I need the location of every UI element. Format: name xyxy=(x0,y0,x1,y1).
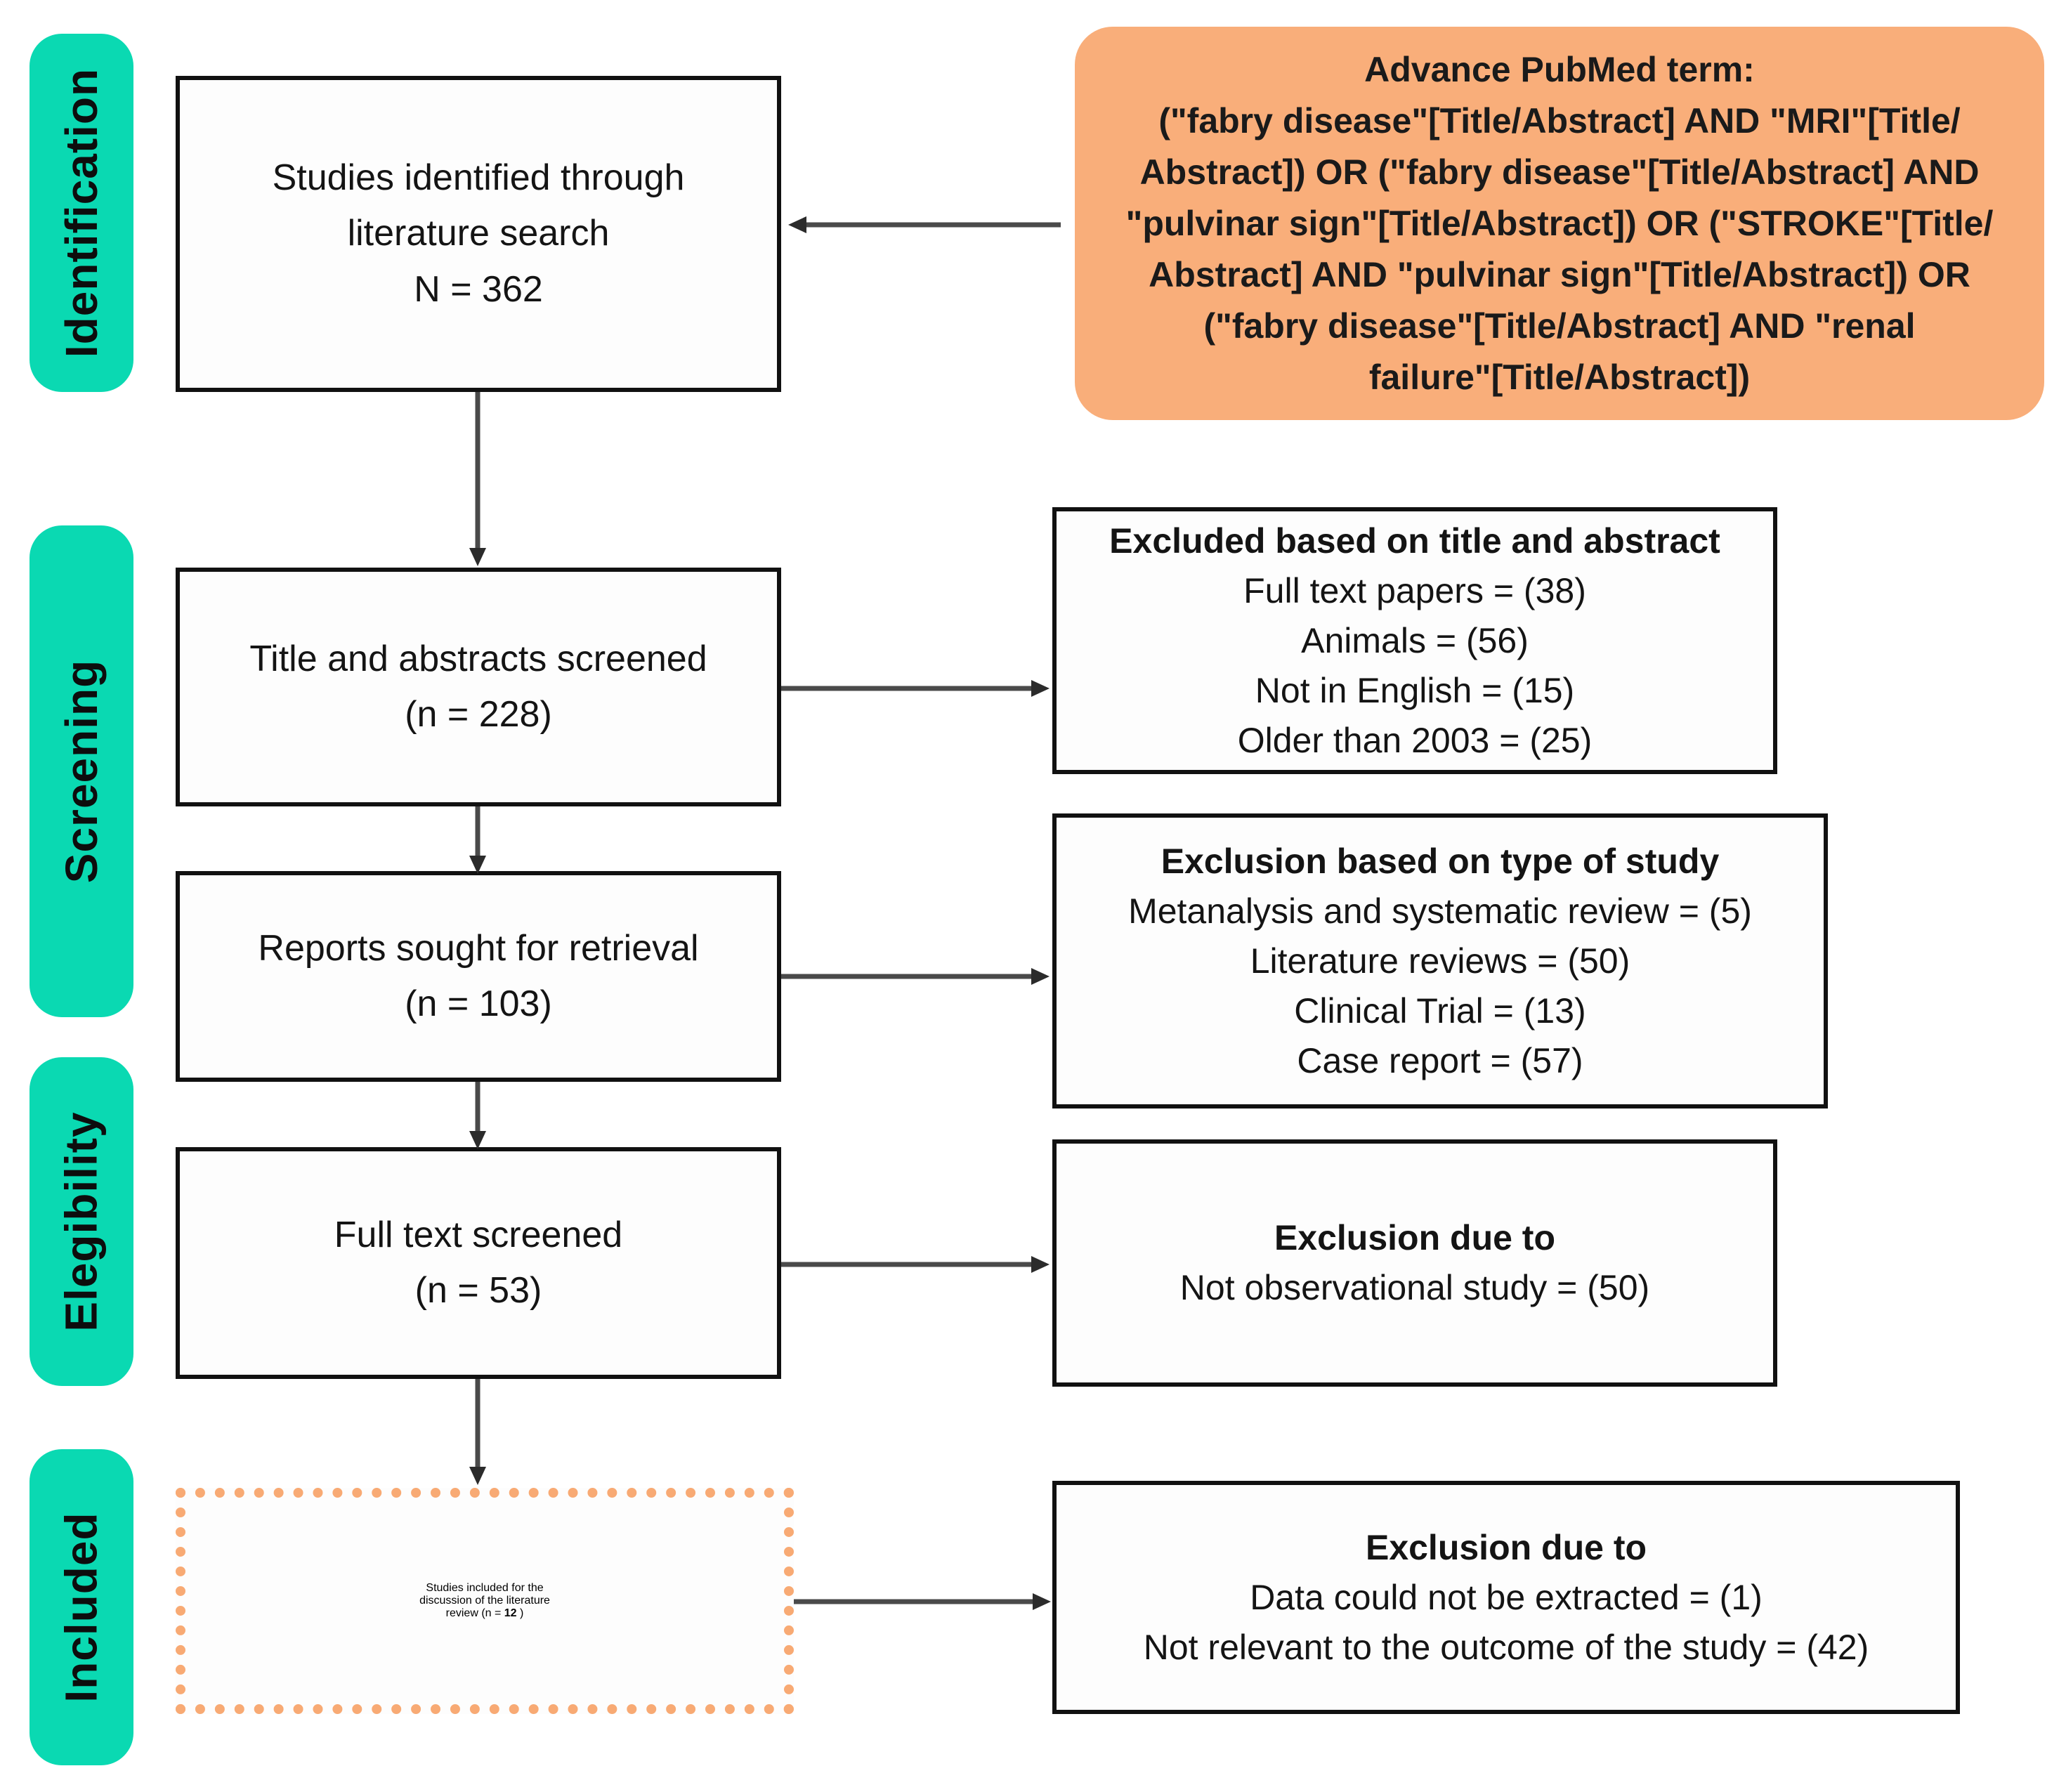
exclusion-item: Data could not be extracted = (1) xyxy=(1250,1577,1763,1617)
box-studies-identified-text: Studies identified through literature se… xyxy=(273,150,685,317)
box-title-abstracts-screened-text: Title and abstracts screened (n = 228) xyxy=(249,632,707,743)
box-line: (n = 53) xyxy=(414,1270,542,1311)
stage-bar-elegibility: Elegibility xyxy=(30,1057,133,1386)
arrow-full-text-to-included xyxy=(457,1379,499,1488)
box-line: Reports sought for retrieval xyxy=(258,927,699,969)
box-title-abstracts-screened: Title and abstracts screened (n = 228) xyxy=(176,568,781,806)
arrow-reports-to-excluded-study-type xyxy=(781,955,1057,998)
callout-line-3: "pulvinar sign"[Title/Abstract]) OR ("ST… xyxy=(1125,203,1994,243)
stage-label-included: Included xyxy=(56,1512,107,1703)
stage-bar-included: Included xyxy=(30,1449,133,1765)
box-excluded-not-observational: Exclusion due to Not observational study… xyxy=(1052,1139,1777,1387)
included-count-suffix: ) xyxy=(516,1607,524,1619)
exclusion-item: Animals = (56) xyxy=(1301,620,1529,660)
box-excluded-data-outcome: Exclusion due to Data could not be extra… xyxy=(1052,1481,1960,1714)
box-line-count: review (n = 12 ) xyxy=(419,1607,550,1620)
callout-title: Advance PubMed term: xyxy=(1364,49,1755,89)
callout-line-2: Abstract]) OR ("fabry disease"[Title/Abs… xyxy=(1139,152,1980,192)
exclusion-item: Not observational study = (50) xyxy=(1179,1268,1650,1307)
included-count-prefix: review (n = xyxy=(445,1607,504,1619)
exclusion-item: Full text papers = (38) xyxy=(1243,570,1586,610)
stage-bar-identification: Identification xyxy=(30,34,133,392)
box-excluded-title-abstract: Excluded based on title and abstract Ful… xyxy=(1052,507,1777,774)
arrow-screened-to-reports-sought xyxy=(457,806,499,877)
box-full-text-screened-text: Full text screened (n = 53) xyxy=(334,1208,622,1319)
callout-line-5: ("fabry disease"[Title/Abstract] AND "re… xyxy=(1203,306,1916,346)
exclusion-heading: Exclusion due to xyxy=(1365,1527,1647,1567)
box-line: Studies identified through xyxy=(272,157,685,199)
callout-line-4: Abstract] AND "pulvinar sign"[Title/Abst… xyxy=(1149,254,1970,294)
arrow-included-to-excluded-data-outcome xyxy=(794,1581,1058,1623)
pubmed-search-term-text: Advance PubMed term: ("fabry disease"[Ti… xyxy=(1126,44,1994,403)
exclusion-item: Case report = (57) xyxy=(1297,1040,1583,1080)
exclusion-item: Older than 2003 = (25) xyxy=(1237,720,1593,760)
arrow-screened-to-excluded-title-abstract xyxy=(781,667,1057,709)
box-studies-identified: Studies identified through literature se… xyxy=(176,76,781,392)
box-excluded-data-outcome-text: Exclusion due to Data could not be extra… xyxy=(1144,1523,1869,1673)
exclusion-item: Literature reviews = (50) xyxy=(1250,941,1630,981)
stage-bar-screening: Screening xyxy=(30,525,133,1017)
included-count-value: 12 xyxy=(504,1607,517,1619)
box-line: discussion of the literature xyxy=(419,1595,550,1607)
box-reports-sought-for-retrieval: Reports sought for retrieval (n = 103) xyxy=(176,871,781,1082)
box-excluded-study-type: Exclusion based on type of study Metanal… xyxy=(1052,813,1828,1108)
arrow-callout-to-identified xyxy=(780,204,1075,246)
arrow-identified-to-screened xyxy=(457,392,499,569)
exclusion-item: Clinical Trial = (13) xyxy=(1294,990,1586,1031)
box-full-text-screened: Full text screened (n = 53) xyxy=(176,1147,781,1379)
exclusion-item: Metanalysis and systematic review = (5) xyxy=(1128,891,1752,931)
stage-label-screening: Screening xyxy=(56,659,107,884)
stage-label-elegibility: Elegibility xyxy=(56,1111,107,1332)
box-studies-included-text: Studies included for the discussion of t… xyxy=(419,1582,550,1620)
arrow-reports-to-full-text xyxy=(457,1082,499,1152)
box-studies-included: Studies included for the discussion of t… xyxy=(176,1488,794,1714)
box-line: (n = 103) xyxy=(405,983,552,1024)
callout-line-1: ("fabry disease"[Title/Abstract] AND "MR… xyxy=(1158,100,1961,140)
box-line: Full text screened xyxy=(334,1214,623,1255)
box-line: literature search xyxy=(347,213,610,254)
box-line: (n = 228) xyxy=(405,694,552,735)
box-excluded-title-abstract-text: Excluded based on title and abstract Ful… xyxy=(1109,516,1720,766)
exclusion-heading: Exclusion due to xyxy=(1274,1218,1556,1257)
callout-line-6: failure"[Title/Abstract]) xyxy=(1368,357,1751,397)
exclusion-heading: Exclusion based on type of study xyxy=(1161,841,1720,881)
arrow-full-text-to-excluded-not-observational xyxy=(781,1243,1057,1286)
box-line: Studies included for the xyxy=(426,1582,544,1594)
box-excluded-study-type-text: Exclusion based on type of study Metanal… xyxy=(1128,837,1752,1086)
box-line: N = 362 xyxy=(414,268,543,310)
pubmed-search-term-callout: Advance PubMed term: ("fabry disease"[Ti… xyxy=(1075,27,2044,420)
exclusion-item: Not in English = (15) xyxy=(1255,670,1575,710)
box-line: Title and abstracts screened xyxy=(249,638,707,679)
stage-label-identification: Identification xyxy=(56,67,107,358)
exclusion-item: Not relevant to the outcome of the study… xyxy=(1143,1627,1869,1667)
box-excluded-not-observational-text: Exclusion due to Not observational study… xyxy=(1180,1213,1649,1313)
exclusion-heading: Excluded based on title and abstract xyxy=(1109,521,1720,561)
box-reports-sought-for-retrieval-text: Reports sought for retrieval (n = 103) xyxy=(258,921,698,1032)
